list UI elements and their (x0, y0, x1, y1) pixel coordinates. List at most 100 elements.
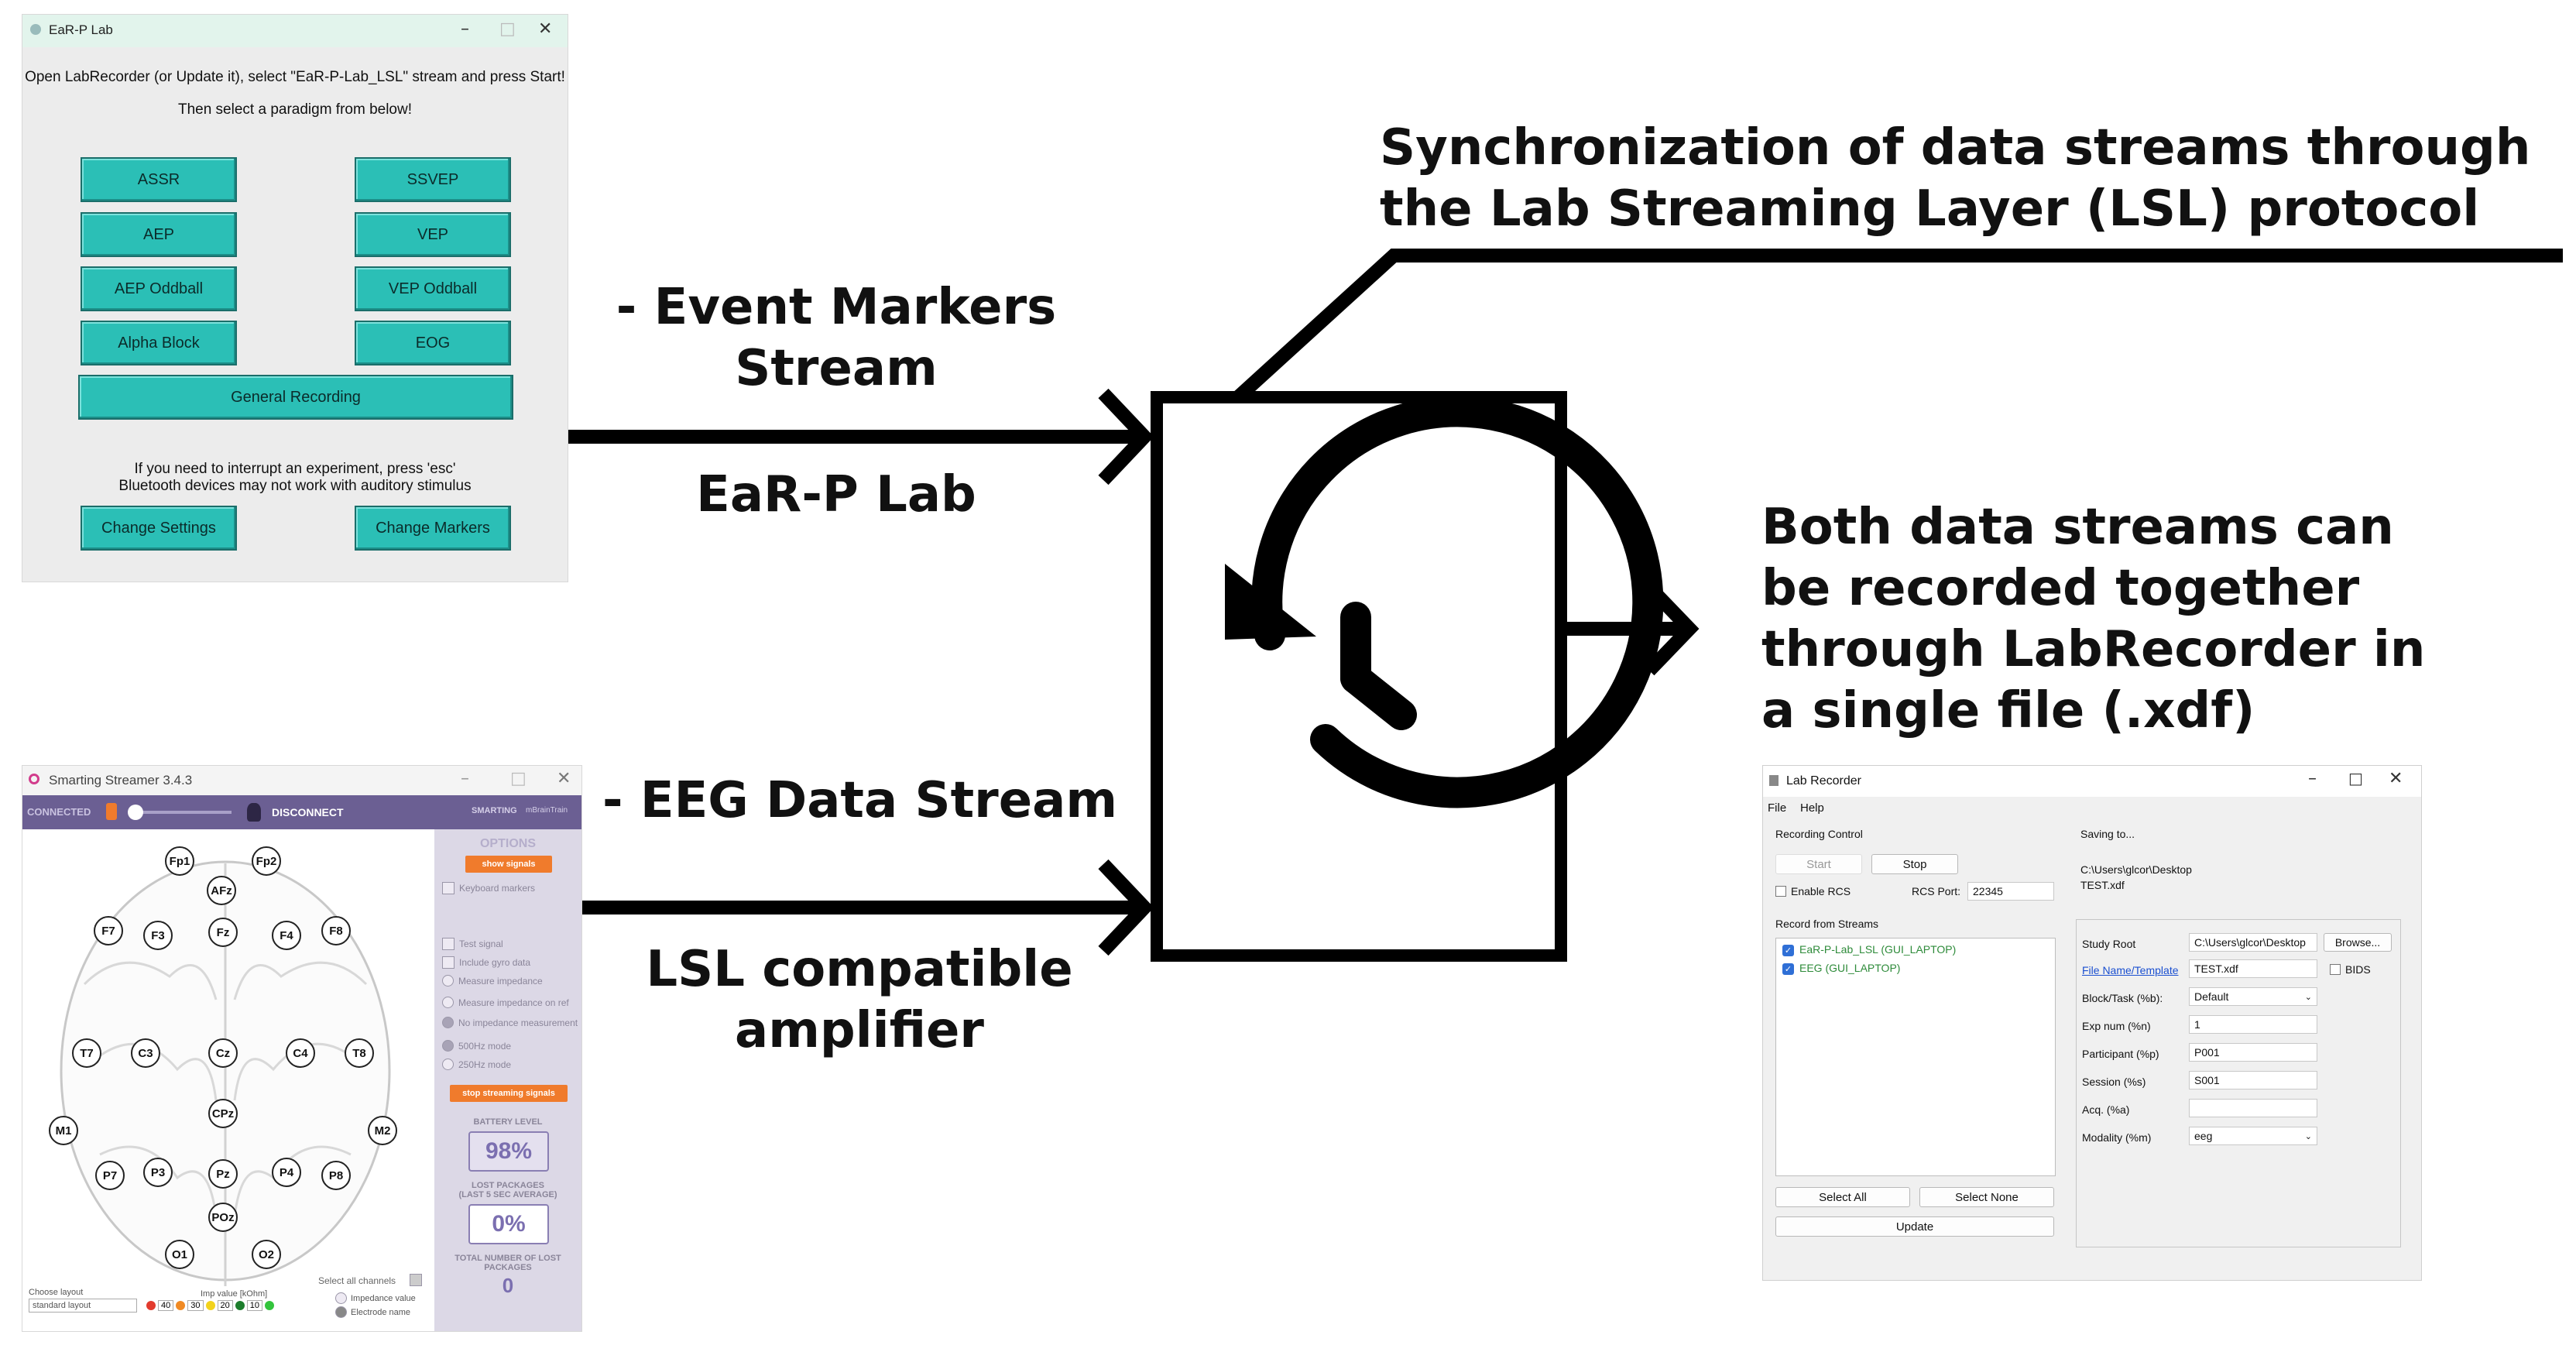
mode-500-option[interactable]: 500Hz mode (442, 1040, 511, 1052)
measure-impedance-ref-option[interactable]: Measure impedance on ref (442, 997, 569, 1008)
gyro-checkbox[interactable] (442, 956, 454, 969)
channel-m2[interactable]: M2 (368, 1116, 397, 1145)
channel-cpz[interactable]: CPz (208, 1099, 238, 1128)
channel-fz[interactable]: Fz (208, 918, 238, 947)
minimize-icon[interactable]: – (2308, 769, 2317, 788)
stop-button[interactable]: Stop (1871, 854, 1958, 874)
enable-rcs-checkbox[interactable] (1775, 886, 1786, 897)
sync-title: Synchronization of data streams through … (1380, 118, 2530, 240)
modality-select[interactable]: eeg⌄ (2189, 1127, 2317, 1145)
measure-impedance-option[interactable]: Measure impedance (442, 975, 543, 987)
change-markers-button[interactable]: Change Markers (355, 506, 511, 551)
channel-afz[interactable]: AFz (207, 876, 236, 905)
stream-checkbox-earp[interactable]: ✓ (1782, 945, 1794, 956)
maximize-icon[interactable]: □ (499, 19, 516, 39)
assr-button[interactable]: ASSR (81, 157, 237, 202)
show-signals-button[interactable]: show signals (465, 856, 552, 873)
general-recording-button[interactable]: General Recording (78, 375, 513, 420)
close-icon[interactable]: ✕ (538, 19, 553, 39)
select-all-button[interactable]: Select All (1775, 1187, 1910, 1207)
connection-slider-track[interactable] (131, 811, 232, 814)
maximize-icon[interactable]: □ (2348, 769, 2363, 788)
minimize-icon[interactable]: – (461, 19, 469, 39)
test-signal-checkbox[interactable] (442, 938, 454, 950)
alpha-block-button[interactable]: Alpha Block (81, 321, 237, 365)
vep-oddball-button[interactable]: VEP Oddball (355, 266, 511, 311)
impedance-value-option[interactable]: Impedance value (335, 1292, 416, 1304)
mode-250-label: 250Hz mode (458, 1059, 512, 1070)
layout-dropdown[interactable]: standard layout (29, 1299, 137, 1313)
test-signal-option[interactable]: Test signal (442, 938, 503, 950)
gyro-option[interactable]: Include gyro data (442, 956, 530, 969)
earp-window-title: EaR-P Lab (49, 22, 113, 37)
channel-m1[interactable]: M1 (49, 1116, 78, 1145)
participant-input[interactable]: P001 (2189, 1043, 2317, 1062)
channel-pz[interactable]: Pz (208, 1159, 238, 1189)
channel-fp1[interactable]: Fp1 (165, 846, 194, 876)
maximize-icon[interactable]: □ (510, 769, 527, 788)
channel-p4[interactable]: P4 (272, 1158, 301, 1187)
acq-input[interactable] (2189, 1099, 2317, 1117)
earp-note-2: Bluetooth devices may not work with audi… (118, 478, 472, 494)
electrode-name-radio[interactable] (335, 1306, 347, 1318)
change-settings-button[interactable]: Change Settings (81, 506, 237, 551)
channel-t8[interactable]: T8 (345, 1038, 374, 1068)
channel-t7[interactable]: T7 (72, 1038, 101, 1068)
mode-250-option[interactable]: 250Hz mode (442, 1059, 511, 1070)
stream-checkbox-eeg[interactable]: ✓ (1782, 963, 1794, 975)
close-icon[interactable]: ✕ (557, 769, 571, 788)
imp-level-40: 40 (158, 1300, 174, 1311)
menu-file[interactable]: File (1768, 801, 1787, 815)
no-impedance-option[interactable]: No impedance measurement (442, 1017, 578, 1028)
ssvep-button[interactable]: SSVEP (355, 157, 511, 202)
rcs-port-input[interactable]: 22345 (1967, 882, 2054, 901)
select-none-button[interactable]: Select None (1919, 1187, 2054, 1207)
channel-fp2[interactable]: Fp2 (252, 846, 281, 876)
update-button[interactable]: Update (1775, 1216, 2054, 1237)
channel-p3[interactable]: P3 (143, 1158, 173, 1187)
browse-button[interactable]: Browse... (2324, 933, 2392, 952)
no-impedance-radio[interactable] (442, 1017, 454, 1028)
channel-c3[interactable]: C3 (131, 1038, 160, 1068)
channel-o1[interactable]: O1 (165, 1240, 194, 1269)
close-icon[interactable]: ✕ (2389, 769, 2403, 788)
study-root-input[interactable]: C:\Users\glcor\Desktop (2189, 933, 2317, 952)
aep-oddball-button[interactable]: AEP Oddball (81, 266, 237, 311)
channel-c4[interactable]: C4 (286, 1038, 315, 1068)
block-task-select[interactable]: Default⌄ (2189, 987, 2317, 1006)
measure-impedance-ref-radio[interactable] (442, 997, 454, 1008)
stop-streaming-button[interactable]: stop streaming signals (450, 1085, 568, 1102)
electrode-name-option[interactable]: Electrode name (335, 1306, 410, 1318)
connection-slider-thumb[interactable] (128, 805, 143, 820)
impedance-value-radio[interactable] (335, 1292, 347, 1304)
exp-num-input[interactable]: 1 (2189, 1015, 2317, 1034)
aep-button[interactable]: AEP (81, 212, 237, 257)
start-button[interactable]: Start (1775, 854, 1862, 874)
eog-button[interactable]: EOG (355, 321, 511, 365)
select-all-channels-checkbox[interactable] (410, 1274, 422, 1286)
vep-button[interactable]: VEP (355, 212, 511, 257)
stream-item-eeg[interactable]: EEG (GUI_LAPTOP) (1799, 962, 1901, 974)
keyboard-markers-option[interactable]: Keyboard markers (442, 882, 535, 894)
channel-f4[interactable]: F4 (272, 921, 301, 950)
file-name-input[interactable]: TEST.xdf (2189, 959, 2317, 978)
session-input[interactable]: S001 (2189, 1071, 2317, 1089)
mode-500-radio[interactable] (442, 1040, 454, 1052)
channel-p7[interactable]: P7 (95, 1161, 125, 1190)
menu-help[interactable]: Help (1800, 801, 1824, 815)
stream-item-earp[interactable]: EaR-P-Lab_LSL (GUI_LAPTOP) (1799, 943, 1957, 956)
channel-cz[interactable]: Cz (208, 1038, 238, 1068)
channel-f8[interactable]: F8 (321, 916, 351, 945)
bids-checkbox[interactable] (2330, 964, 2341, 975)
channel-f7[interactable]: F7 (94, 916, 123, 945)
channel-o2[interactable]: O2 (252, 1240, 281, 1269)
measure-impedance-radio[interactable] (442, 975, 454, 987)
channel-p8[interactable]: P8 (321, 1161, 351, 1190)
channel-poz[interactable]: POz (208, 1203, 238, 1232)
channel-f3[interactable]: F3 (143, 921, 173, 950)
minimize-icon[interactable]: – (461, 769, 469, 788)
keyboard-markers-checkbox[interactable] (442, 882, 454, 894)
file-name-template-link[interactable]: File Name/Template (2082, 964, 2179, 976)
mode-250-radio[interactable] (442, 1059, 454, 1070)
disconnect-button[interactable]: DISCONNECT (272, 806, 344, 818)
